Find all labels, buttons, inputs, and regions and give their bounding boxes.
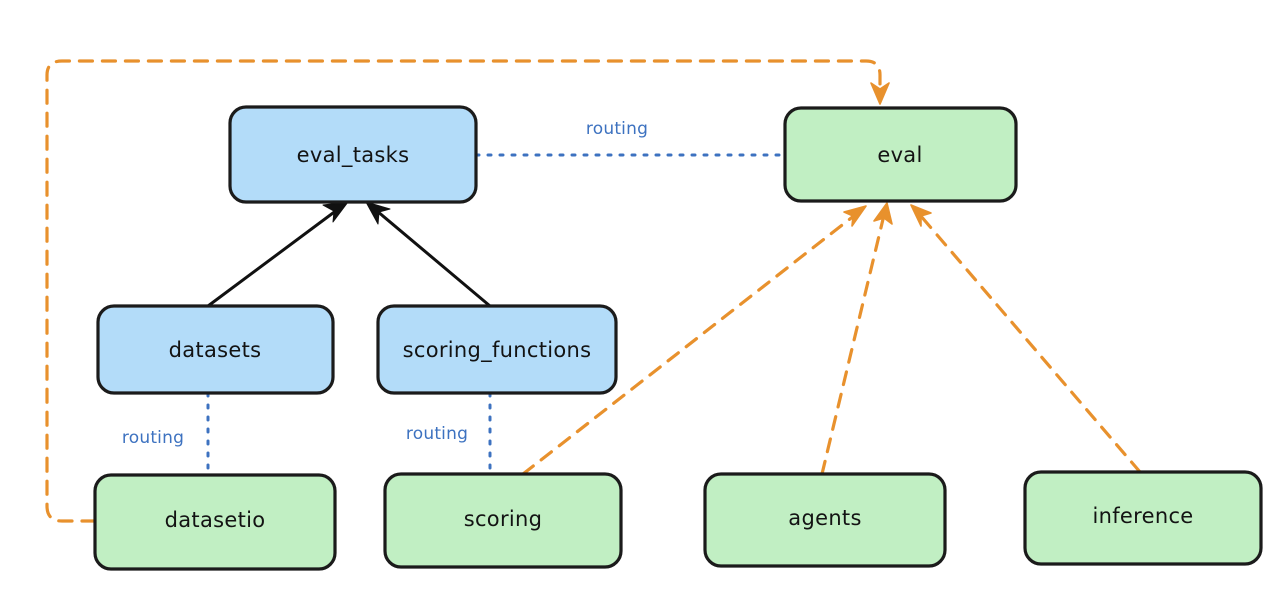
node-scoring-label: scoring — [464, 507, 543, 531]
node-eval-tasks[interactable]: eval_tasks — [228, 105, 478, 204]
edge-datasets-to-eval-tasks — [206, 201, 349, 308]
node-scoring-box[interactable] — [383, 472, 623, 569]
node-eval-label: eval — [877, 143, 922, 167]
node-datasets[interactable]: datasets — [96, 304, 335, 395]
node-agents-label: agents — [788, 506, 861, 530]
node-scoring-functions-label: scoring_functions — [403, 338, 592, 363]
node-datasets-box[interactable] — [96, 304, 335, 395]
node-eval[interactable]: eval — [783, 106, 1018, 203]
edge-scoring-functions-to-eval-tasks — [365, 201, 492, 308]
node-eval-tasks-box[interactable] — [228, 105, 478, 204]
edge-label-routing-scoring-functions: routing — [406, 424, 468, 444]
edge-label-routing-eval-tasks: routing — [586, 119, 648, 139]
node-inference-label: inference — [1092, 504, 1193, 528]
edge-scoring-to-eval — [521, 205, 867, 476]
node-eval-tasks-label: eval_tasks — [297, 143, 410, 168]
edge-label-routing-datasets: routing — [122, 428, 184, 448]
arrowhead-scoringfn-evaltasks — [365, 201, 391, 225]
edge-datasetio-to-eval — [45, 59, 890, 523]
node-scoring[interactable]: scoring — [383, 472, 623, 569]
arrowhead-agents-eval — [873, 202, 893, 225]
arrowhead-datasets-evaltasks — [322, 201, 349, 223]
arrowhead-inference-eval — [910, 204, 932, 227]
node-inference-box[interactable] — [1023, 470, 1263, 566]
node-inference[interactable]: inference — [1023, 470, 1263, 566]
node-scoring-functions[interactable]: scoring_functions — [376, 304, 618, 395]
node-datasetio-box[interactable] — [93, 473, 337, 571]
node-datasetio[interactable]: datasetio — [93, 473, 337, 571]
node-eval-box[interactable] — [783, 106, 1018, 203]
edge-inference-to-eval — [910, 204, 1142, 474]
arrowhead-into-eval-top — [870, 82, 890, 105]
node-datasetio-label: datasetio — [165, 508, 266, 532]
edge-agents-to-eval — [820, 202, 893, 476]
node-agents[interactable]: agents — [703, 472, 947, 568]
arrowhead-scoring-eval — [843, 205, 867, 227]
node-agents-box[interactable] — [703, 472, 947, 568]
node-scoring-functions-box[interactable] — [376, 304, 618, 395]
node-datasets-label: datasets — [169, 338, 262, 362]
